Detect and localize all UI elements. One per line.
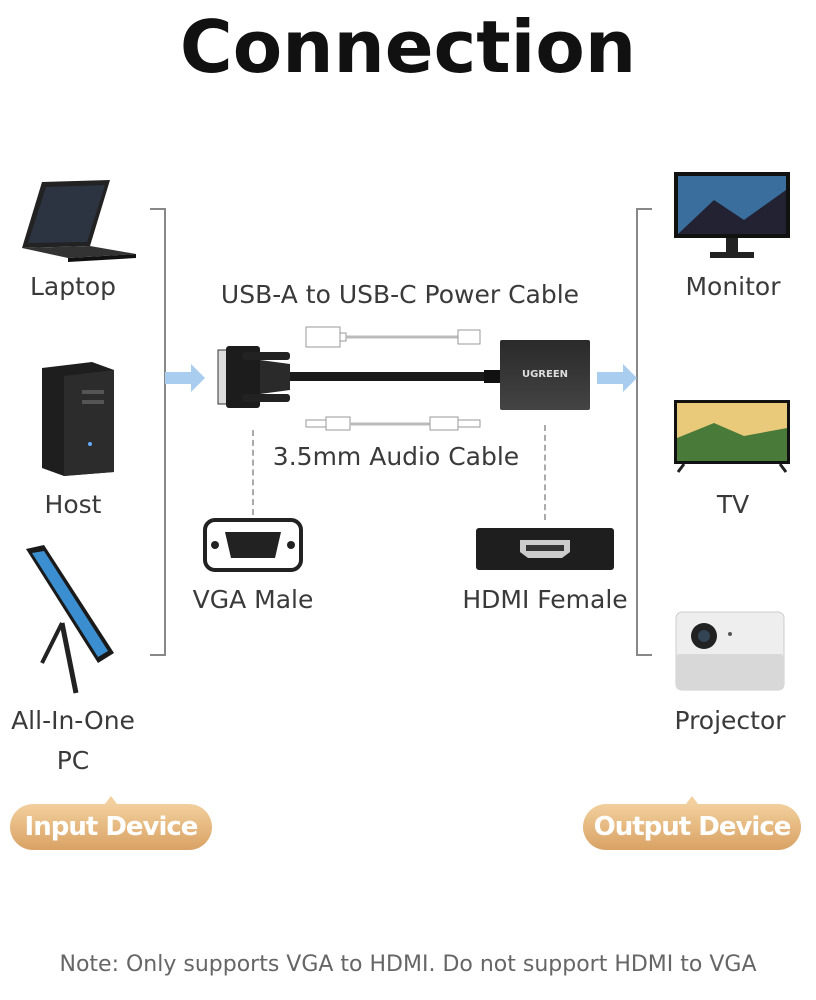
aio-label-pc: PC <box>56 746 90 775</box>
laptop-label: Laptop <box>29 272 117 301</box>
monitor-icon <box>674 172 790 258</box>
host-tower-icon <box>42 362 114 476</box>
page-title: Connection <box>179 5 637 89</box>
aio-label: All-In-One <box>11 706 135 735</box>
tv-icon <box>674 400 790 473</box>
dashed-line <box>252 430 254 515</box>
projector-label: Projector <box>674 706 786 735</box>
arrow-right-icon <box>165 364 205 392</box>
usb-cable-icon <box>305 326 481 348</box>
bracket-tick <box>150 208 165 210</box>
output-device-badge: Output Device <box>583 796 801 850</box>
projector-icon <box>675 611 785 691</box>
host-label: Host <box>44 490 102 519</box>
tv-label: TV <box>716 490 750 519</box>
vga-male-label: VGA Male <box>192 585 314 614</box>
bracket-tick <box>637 654 652 656</box>
bracket-tick <box>637 208 652 210</box>
brand-logo: UGREEN <box>521 369 569 380</box>
all-in-one-pc-icon <box>26 545 114 694</box>
bracket-tick <box>150 654 165 656</box>
hdmi-female-label: HDMI Female <box>462 585 628 614</box>
input-bracket <box>164 208 166 656</box>
hdmi-female-port-icon <box>476 528 614 570</box>
dashed-line <box>544 425 546 520</box>
vga-connector-cable-icon <box>217 346 500 408</box>
audio-cable-label: 3.5mm Audio Cable <box>272 442 520 471</box>
vga-male-port-icon <box>203 518 303 572</box>
monitor-label: Monitor <box>685 272 781 301</box>
arrow-right-icon <box>597 364 637 392</box>
power-cable-label: USB-A to USB-C Power Cable <box>220 280 580 309</box>
input-device-badge: Input Device <box>10 796 212 850</box>
output-bracket <box>636 208 638 656</box>
compatibility-note: Note: Only supports VGA to HDMI. Do not … <box>59 952 757 977</box>
audio-cable-icon <box>305 416 481 431</box>
laptop-icon <box>22 180 136 262</box>
ugreen-adapter: UGREEN <box>500 340 590 410</box>
